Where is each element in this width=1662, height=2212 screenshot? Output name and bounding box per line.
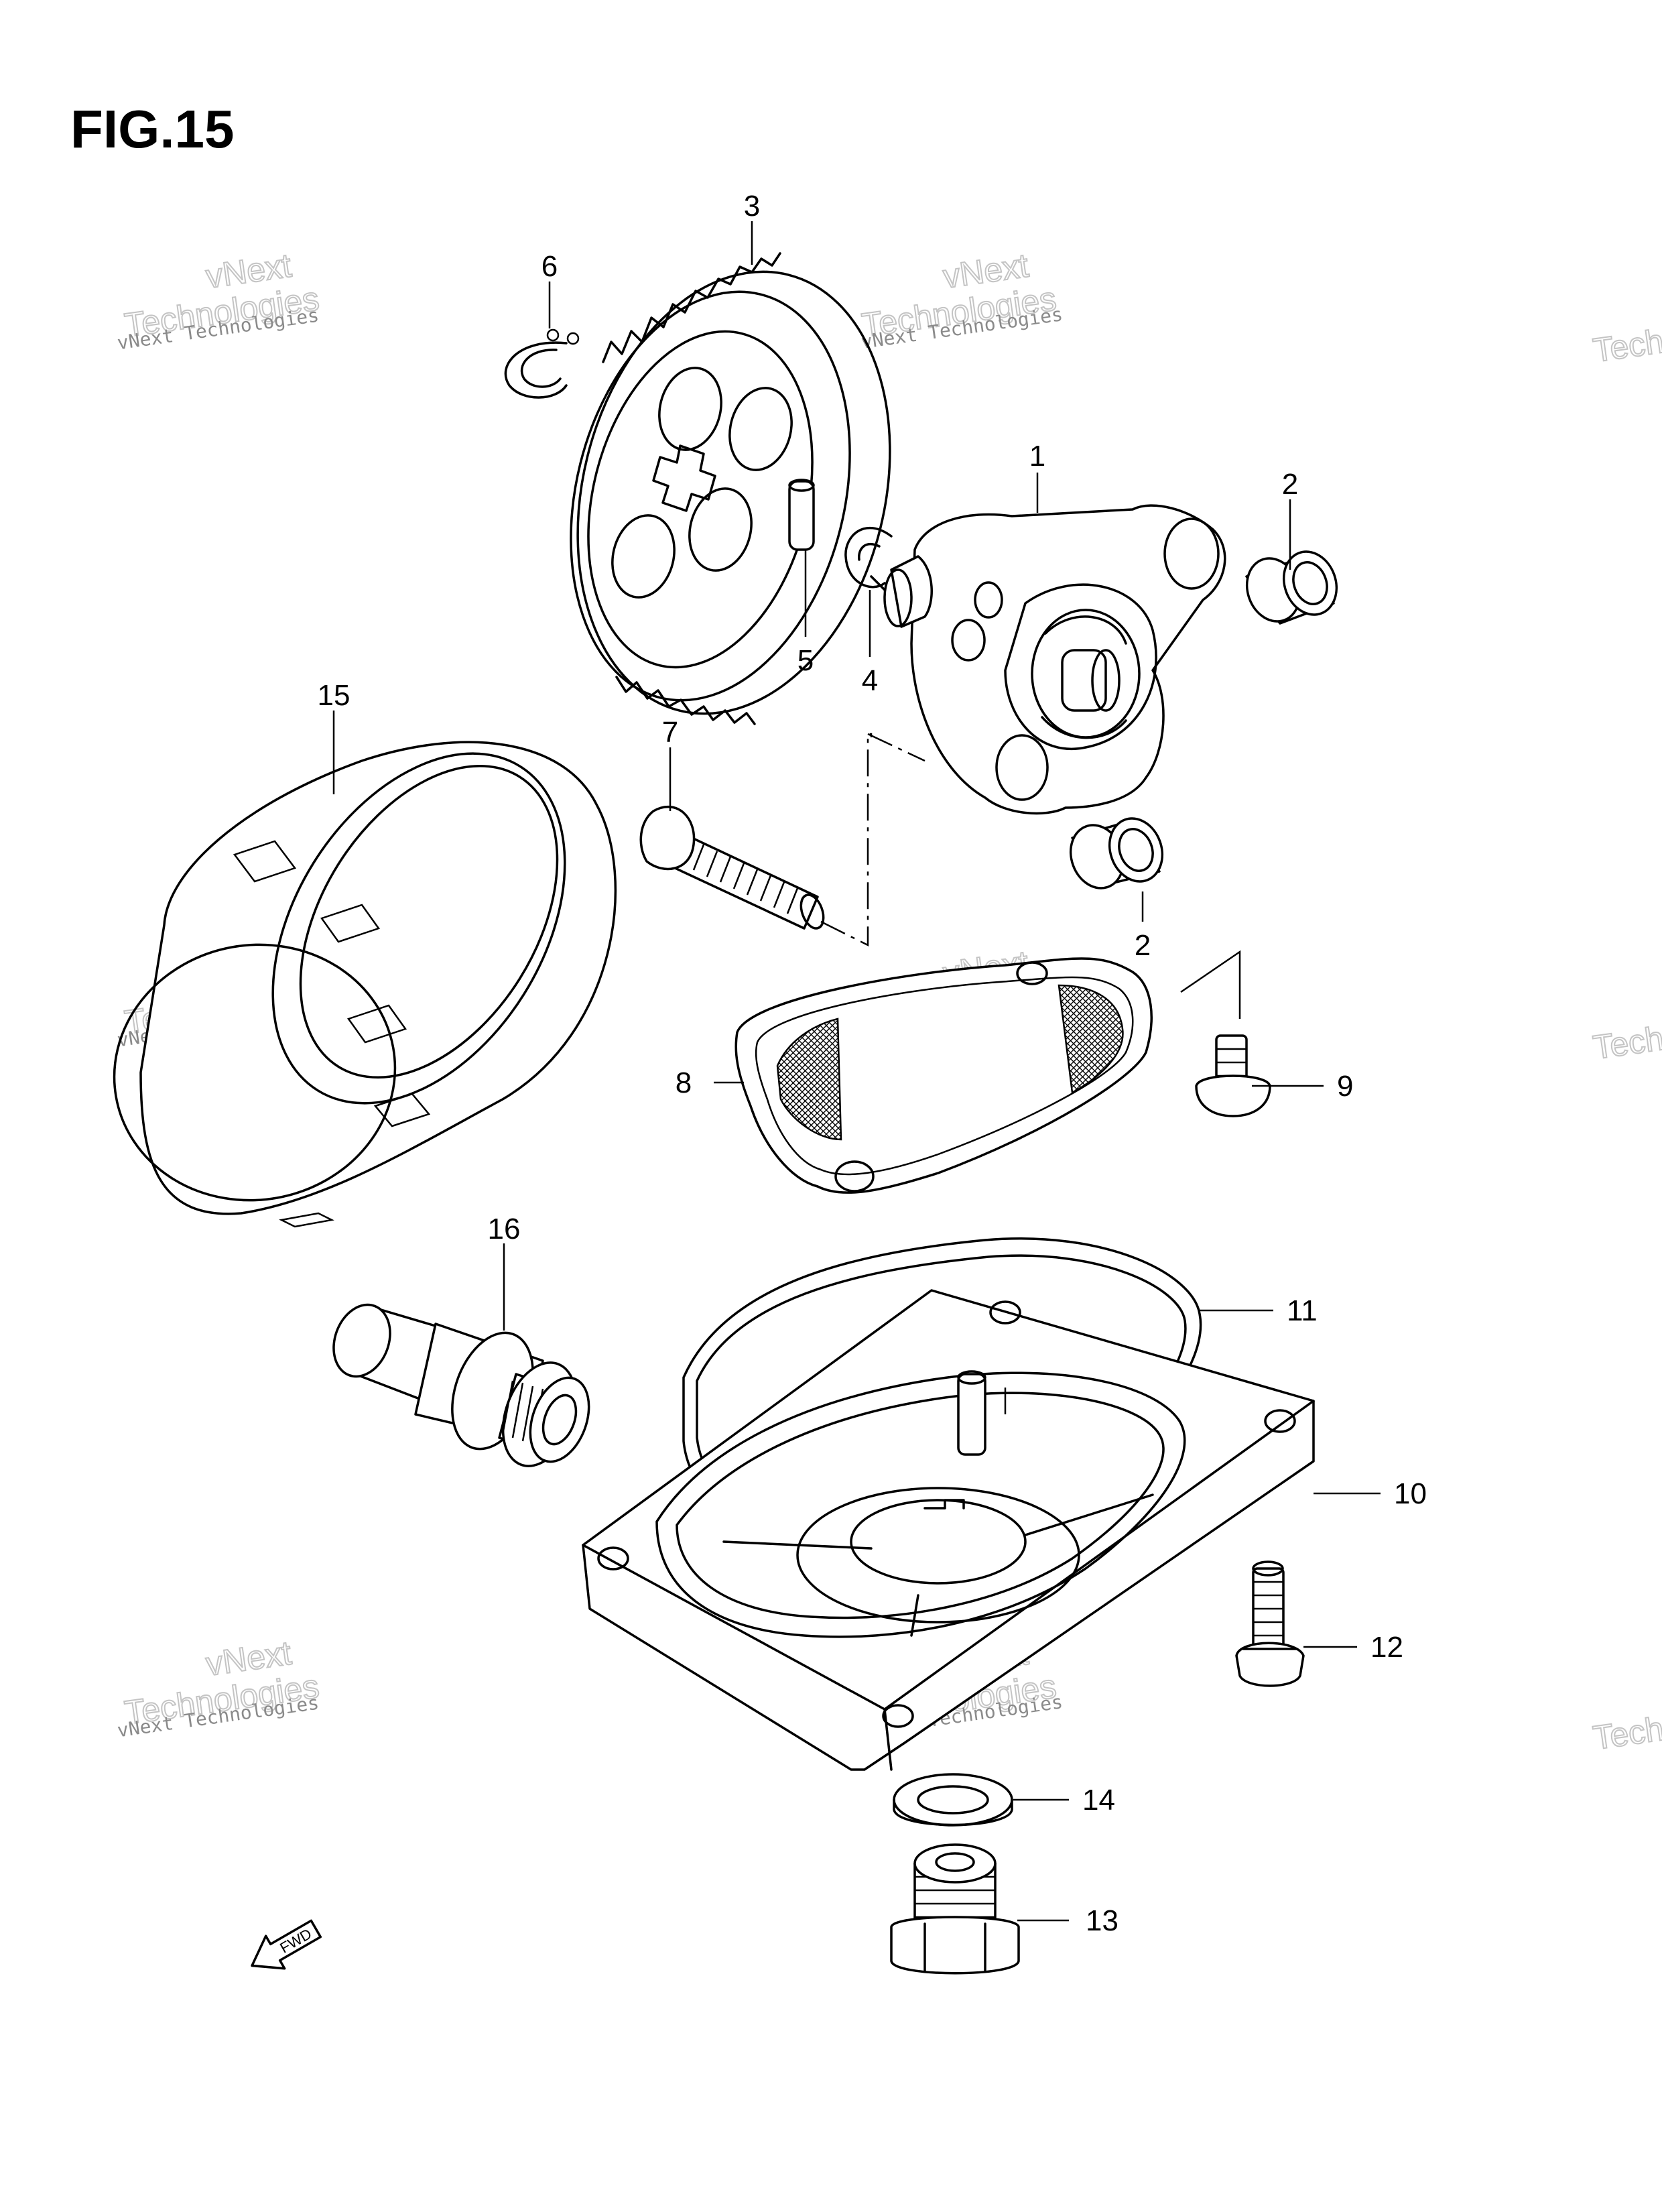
assembly-line xyxy=(820,733,925,947)
part-10-oil-pan xyxy=(582,1289,1315,1771)
callout-6: 6 xyxy=(541,250,558,283)
part-8-oil-strainer xyxy=(734,957,1153,1194)
fwd-arrow-icon: FWD xyxy=(251,1919,322,1970)
callout-1: 1 xyxy=(1029,440,1045,473)
part-4-e-ring xyxy=(844,527,893,591)
part-2-dowel-pin-upper xyxy=(1245,550,1338,625)
callout-4: 4 xyxy=(862,664,878,697)
callout-5: 5 xyxy=(797,644,814,677)
part-12-flange-bolt xyxy=(1235,1560,1305,1687)
part-15-oil-filter xyxy=(113,741,617,1228)
callout-16: 16 xyxy=(488,1213,521,1245)
part-6-circlip xyxy=(504,328,580,399)
callout-7: 7 xyxy=(662,716,678,749)
watermark: vNext Technologies vNext Technologies xyxy=(116,246,322,355)
callout-15: 15 xyxy=(318,679,350,712)
part-7-bolt xyxy=(639,806,825,930)
callout-14: 14 xyxy=(1082,1784,1115,1817)
watermark-large-bottom: Technologies xyxy=(1591,1002,1662,1066)
callout-2: 2 xyxy=(1282,468,1298,501)
watermark-large-bottom: Technologies xyxy=(1591,1693,1662,1757)
part-1-oil-pump xyxy=(883,504,1226,815)
callout-11: 11 xyxy=(1287,1294,1318,1327)
callout-9: 9 xyxy=(1337,1070,1353,1103)
figure-title: FIG.15 xyxy=(70,99,235,159)
part-14-gasket xyxy=(893,1773,1013,1827)
watermark: Technologies xyxy=(1590,1001,1662,1067)
part-9-screw xyxy=(1195,1034,1271,1117)
callout-2: 2 xyxy=(1135,929,1151,962)
part-5-pin xyxy=(788,479,815,551)
callout-10: 10 xyxy=(1394,1477,1427,1510)
part-13-drain-plug xyxy=(890,1843,1020,1975)
watermark-large-bottom: Technologies xyxy=(1591,305,1662,369)
callout-12: 12 xyxy=(1370,1631,1403,1664)
part-2-dowel-pin-lower xyxy=(1069,817,1164,889)
leader-lines xyxy=(332,221,1381,1922)
watermark: vNext Technologies vNext Technologies xyxy=(116,1634,322,1742)
callout-3: 3 xyxy=(744,190,760,223)
callout-13: 13 xyxy=(1086,1904,1118,1937)
callout-8: 8 xyxy=(676,1066,692,1099)
watermark: Technologies xyxy=(1590,304,1662,370)
callout-labels: 1 2 2 3 4 5 6 7 8 9 10 11 12 13 14 15 16 xyxy=(318,190,1427,1937)
watermark: Technologies xyxy=(1590,1692,1662,1758)
part-16-oil-pressure-switch xyxy=(332,1303,590,1467)
watermark: vNext Technologies vNext Technologies xyxy=(859,246,1064,353)
